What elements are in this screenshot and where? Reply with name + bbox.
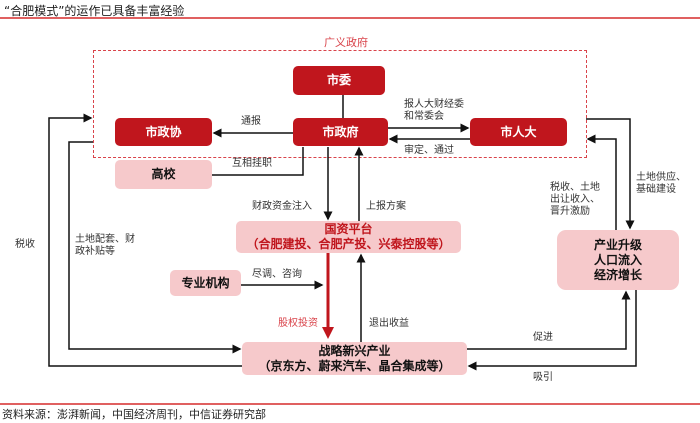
label-gongying-1: 土地供应、 (636, 172, 686, 183)
node-zhanlue-name: 战略新兴产业 (318, 343, 391, 358)
label-guquan: 股权投资 (278, 318, 318, 329)
label-shangbao: 上报方案 (366, 201, 406, 212)
group-label: 广义政府 (324, 36, 368, 49)
node-zhuanye: 专业机构 (170, 270, 241, 296)
edge-xiyin (467, 290, 637, 371)
broad-government-group (93, 50, 587, 158)
node-guozi-examples: （合肥建投、合肥产投、兴泰控股等） (246, 237, 451, 251)
label-bao-renda-1: 报人大财经委 (404, 99, 464, 110)
node-gaoxiao: 高校 (115, 160, 212, 189)
node-zhanlue-examples: （京东方、蔚来汽车、晶合集成等） (258, 358, 451, 373)
edge-jili (586, 134, 617, 230)
node-chanye: 产业升级 人口流入 经济增长 (557, 230, 679, 290)
node-renda: 市人大 (470, 118, 567, 146)
label-caizheng: 财政资金注入 (252, 201, 312, 212)
edge-shuishou (48, 113, 242, 367)
source-note: 资料来源：澎湃新闻，中国经济周刊，中信证券研究部 (2, 408, 266, 421)
edge-cujin (467, 290, 631, 350)
outcome-1: 产业升级 (593, 237, 642, 252)
label-xiyin: 吸引 (533, 372, 553, 383)
label-bao-renda-2: 和常委会 (404, 111, 444, 122)
label-shending: 审定、通过 (404, 145, 454, 156)
edge-gongying (586, 118, 635, 230)
label-gongying-2: 基础建设 (636, 184, 676, 195)
footer-divider (0, 403, 700, 405)
label-tongbao: 通报 (241, 116, 261, 127)
edge-tudi (68, 141, 242, 354)
edge-guazhi (212, 147, 304, 176)
outcome-3: 经济增长 (593, 267, 642, 282)
node-shiwei: 市委 (293, 66, 385, 95)
title-divider (0, 17, 700, 19)
label-jili-1: 税收、土地 (550, 182, 600, 193)
figure-title: “合肥模式”的运作已具备丰富经验 (4, 4, 185, 18)
node-guozi-name: 国资平台 (324, 222, 373, 236)
node-guozi: 国资平台 （合肥建投、合肥产投、兴泰控股等） (236, 221, 461, 253)
node-zhengxie: 市政协 (115, 118, 212, 146)
label-guazhi: 互相挂职 (232, 158, 272, 169)
label-jindiao: 尽调、咨询 (252, 269, 302, 280)
label-jili-2: 出让收入、 (550, 194, 600, 205)
label-tudi-2: 政补贴等 (75, 246, 115, 257)
label-tudi-1: 土地配套、财 (75, 234, 135, 245)
label-tuichu: 退出收益 (369, 318, 409, 329)
label-cujin: 促进 (533, 332, 553, 343)
label-jili-3: 晋升激励 (550, 206, 590, 217)
node-zhengfu: 市政府 (293, 118, 388, 146)
node-zhanlue: 战略新兴产业 （京东方、蔚来汽车、晶合集成等） (242, 342, 467, 375)
label-shuishou: 税收 (15, 239, 35, 250)
outcome-2: 人口流入 (593, 252, 642, 267)
